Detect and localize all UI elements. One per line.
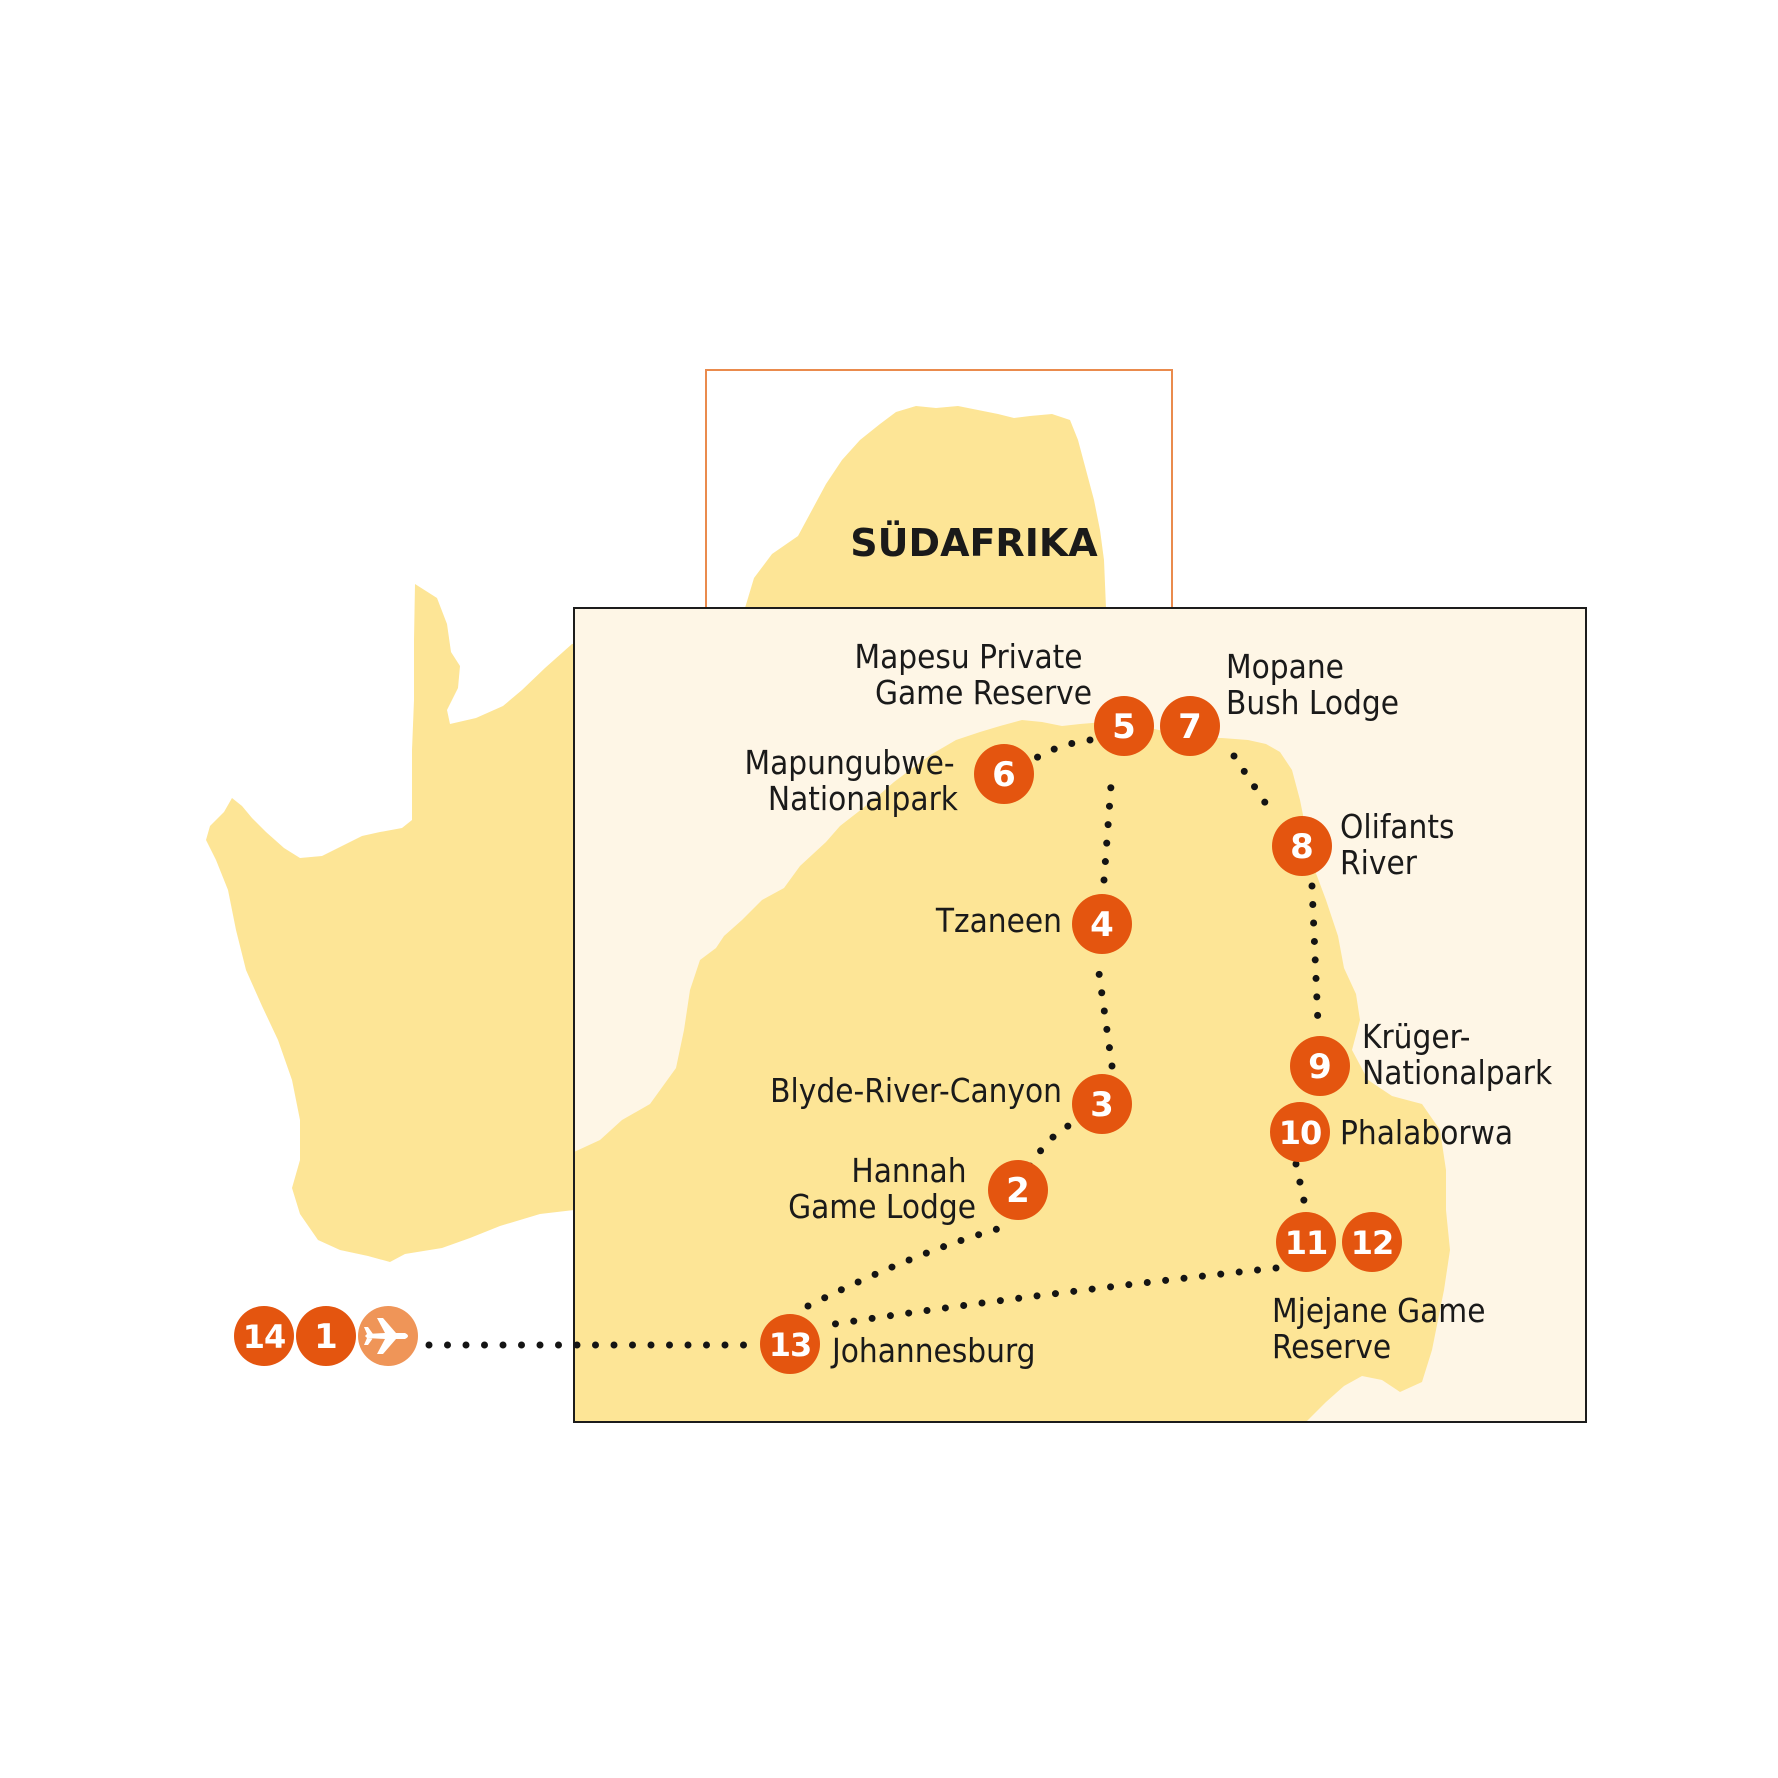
label-johannesburg: Johannesburg — [830, 1331, 1035, 1370]
stop-number: 13 — [769, 1326, 812, 1364]
stop-marker-13[interactable]: 13 — [760, 1314, 820, 1374]
stop-number: 1 — [314, 1317, 338, 1357]
stop-number: 6 — [992, 755, 1016, 795]
airport-marker[interactable] — [358, 1306, 418, 1366]
stop-marker-3[interactable]: 3 — [1072, 1074, 1132, 1134]
stop-number: 9 — [1308, 1047, 1332, 1087]
label-mjejane-game-reserve: Mjejane Game Reserve — [1272, 1291, 1495, 1366]
label-tzaneen: Tzaneen — [935, 901, 1062, 940]
stop-marker-2[interactable]: 2 — [988, 1160, 1048, 1220]
stop-number: 11 — [1285, 1224, 1328, 1262]
stop-marker-12[interactable]: 12 — [1342, 1212, 1402, 1272]
route-segment-mjejane-johannesburg — [818, 1264, 1280, 1330]
route-segment-tzaneen-mapesu — [1100, 768, 1116, 884]
stop-number: 3 — [1090, 1085, 1114, 1125]
label-olifants-river: Olifants River — [1340, 807, 1464, 882]
stop-number: 7 — [1178, 707, 1202, 747]
place-labels: Johannesburg Hannah Game Lodge Blyde-Riv… — [744, 637, 1552, 1370]
stop-marker-4[interactable]: 4 — [1072, 894, 1132, 954]
inset-map — [574, 608, 1586, 1422]
stop-number: 10 — [1279, 1114, 1322, 1152]
stop-marker-9[interactable]: 9 — [1290, 1036, 1350, 1096]
label-mapesu-private-game-reserve: Mapesu Private Game Reserve — [854, 637, 1092, 712]
label-phalaborwa: Phalaborwa — [1340, 1113, 1513, 1152]
overview-land-west — [206, 584, 620, 1262]
stop-number: 5 — [1112, 707, 1136, 747]
stop-marker-6[interactable]: 6 — [974, 744, 1034, 804]
airplane-icon — [364, 1318, 408, 1354]
stop-number: 8 — [1290, 827, 1314, 867]
overview-land-north — [745, 406, 1106, 608]
country-label: SÜDAFRIKA — [850, 521, 1098, 565]
label-mopane-bush-lodge: Mopane Bush Lodge — [1226, 647, 1399, 722]
route-lines — [425, 736, 1322, 1349]
label-hannah-game-lodge: Hannah Game Lodge — [788, 1151, 976, 1226]
inset-frame — [573, 607, 1587, 1423]
stop-marker-11[interactable]: 11 — [1276, 1212, 1336, 1272]
stop-number: 14 — [243, 1318, 286, 1356]
stop-number: 12 — [1351, 1224, 1394, 1262]
stop-markers: 14 1 13 2 3 4 — [234, 696, 1402, 1374]
label-mapungubwe-nationalpark: Mapungubwe- Nationalpark — [744, 743, 964, 818]
stop-marker-5[interactable]: 5 — [1094, 696, 1154, 756]
route-segment-mapesu-mapungubwe — [1032, 736, 1094, 762]
route-segment-mopane-olifants — [1230, 752, 1274, 814]
stop-marker-7[interactable]: 7 — [1160, 696, 1220, 756]
stop-number: 2 — [1006, 1171, 1030, 1211]
inset-land — [574, 720, 1450, 1422]
stop-marker-10[interactable]: 10 — [1270, 1102, 1330, 1162]
route-segment-hannah-blyde — [1026, 1120, 1076, 1170]
route-segment-blyde-tzaneen — [1094, 962, 1116, 1070]
route-segment-phalaborwa-mjejane — [1292, 1160, 1310, 1214]
stop-number: 4 — [1090, 905, 1114, 945]
stop-marker-8[interactable]: 8 — [1272, 816, 1332, 876]
stop-marker-1[interactable]: 1 — [296, 1306, 356, 1366]
label-krueger-nationalpark: Krüger- Nationalpark — [1362, 1017, 1553, 1092]
stop-marker-14[interactable]: 14 — [234, 1306, 294, 1366]
label-blyde-river-canyon: Blyde-River-Canyon — [770, 1071, 1062, 1110]
